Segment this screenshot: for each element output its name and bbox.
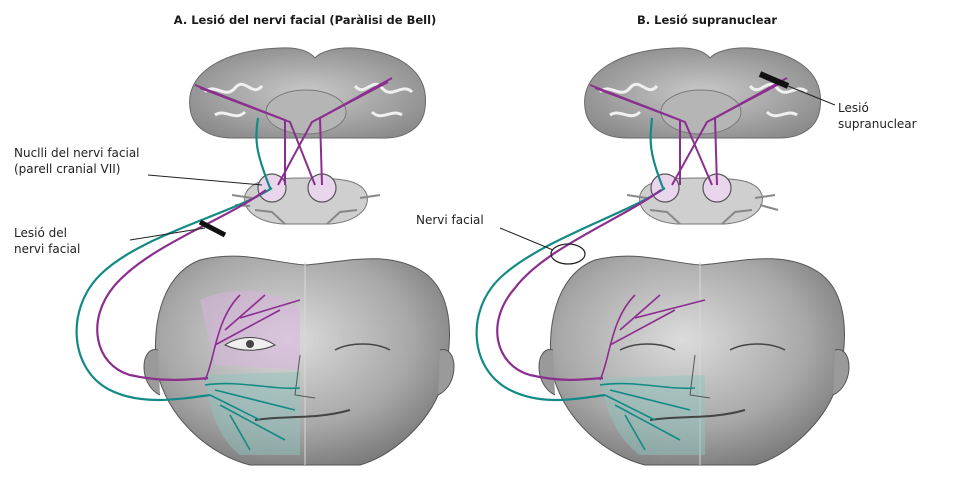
nerve-callout-ellipse <box>551 244 585 264</box>
lesion-label-a-line2: nervi facial <box>14 242 80 256</box>
face-b <box>539 256 849 465</box>
nucleus-label-line1: Nuclli del nervi facial <box>14 146 140 160</box>
nucleus-label-line2: (parell cranial VII) <box>14 162 120 176</box>
face-a <box>144 256 454 465</box>
brain-section-b <box>585 48 821 138</box>
brainstem-b <box>627 174 778 224</box>
panel-a-title: A. Lesió del nervi facial (Paràlisi de B… <box>174 13 437 27</box>
brain-section-a <box>190 48 426 138</box>
nerve-label-b: Nervi facial <box>416 213 484 227</box>
panel-a: A. Lesió del nervi facial (Paràlisi de B… <box>14 13 454 465</box>
panel-b-title: B. Lesió supranuclear <box>637 13 777 27</box>
lesion-label-a-line1: Lesió del <box>14 226 67 240</box>
lesion-label-b-line1: Lesió <box>838 101 869 115</box>
paralysis-upper-left <box>200 291 300 370</box>
panel-b: B. Lesió supranuclear <box>416 13 917 465</box>
lesion-label-b-line2: supranuclear <box>838 117 917 131</box>
